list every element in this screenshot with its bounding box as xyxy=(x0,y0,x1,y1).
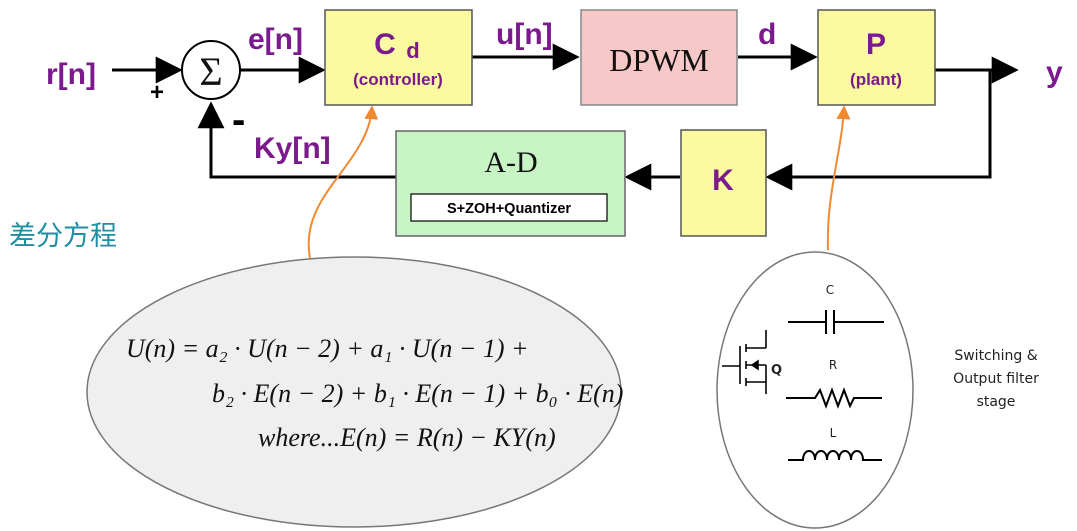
controller-subscript: d xyxy=(406,38,419,63)
sum-symbol: Σ xyxy=(199,49,222,94)
pointer-to-controller xyxy=(307,105,379,259)
signal-ky-label: Ky[n] xyxy=(254,132,331,165)
signal-e-label: e[n] xyxy=(248,23,303,56)
gain-k-title: K xyxy=(712,164,734,197)
plant-title: P xyxy=(866,28,886,61)
minus-sign: - xyxy=(232,98,245,142)
adc-block: A-D S+ZOH+Quantizer xyxy=(395,130,626,237)
mosfet-label: Q xyxy=(771,363,782,378)
capacitor-label: C xyxy=(826,283,834,297)
equation-line-1: U(n) = a₂ · U(n − 2) + a₁ · U(n − 1) + xyxy=(126,334,529,363)
resistor-label: R xyxy=(829,358,837,372)
dpwm-block: DPWM xyxy=(580,9,738,106)
stage-caption-line-3: stage xyxy=(977,394,1016,410)
plant-subtitle: (plant) xyxy=(850,70,902,89)
inductor-icon xyxy=(788,450,882,461)
equation-ellipse xyxy=(86,256,622,528)
stage-caption-line-2: Output filter xyxy=(953,371,1039,387)
resistor-icon xyxy=(786,387,882,409)
signal-d-label: d xyxy=(758,18,776,51)
equation-line-3: where...E(n) = R(n) − KY(n) xyxy=(258,423,556,452)
controller-subtitle: (controller) xyxy=(353,70,443,89)
adc-subtitle: S+ZOH+Quantizer xyxy=(447,201,571,217)
adc-title: A-D xyxy=(484,146,537,179)
equation-line-2: b₂ · E(n − 2) + b₁ · E(n − 1) + b₀ · E(n… xyxy=(212,379,623,408)
circuit-ellipse xyxy=(716,251,914,529)
signal-y-label: y xyxy=(1046,56,1063,89)
adc-to-sum-arrow xyxy=(197,101,396,179)
mosfet-icon xyxy=(722,330,767,394)
plus-sign: + xyxy=(150,79,164,106)
capacitor-icon xyxy=(788,310,884,334)
pointer-to-plant xyxy=(826,105,851,251)
inductor-label: L xyxy=(830,426,837,440)
signal-u-label: u[n] xyxy=(496,18,553,51)
stage-caption-line-1: Switching & xyxy=(954,348,1037,364)
feedback-down-line xyxy=(765,70,992,191)
signal-r-label: r[n] xyxy=(46,58,96,91)
summing-junction xyxy=(181,40,241,100)
controller-block: C d (controller) xyxy=(324,9,473,106)
gain-k-block: K xyxy=(680,129,767,237)
difference-equation-label: 差分方程 xyxy=(9,221,117,252)
dpwm-title: DPWM xyxy=(609,42,709,78)
plant-block: P (plant) xyxy=(817,9,936,106)
controller-title: C xyxy=(374,28,396,61)
